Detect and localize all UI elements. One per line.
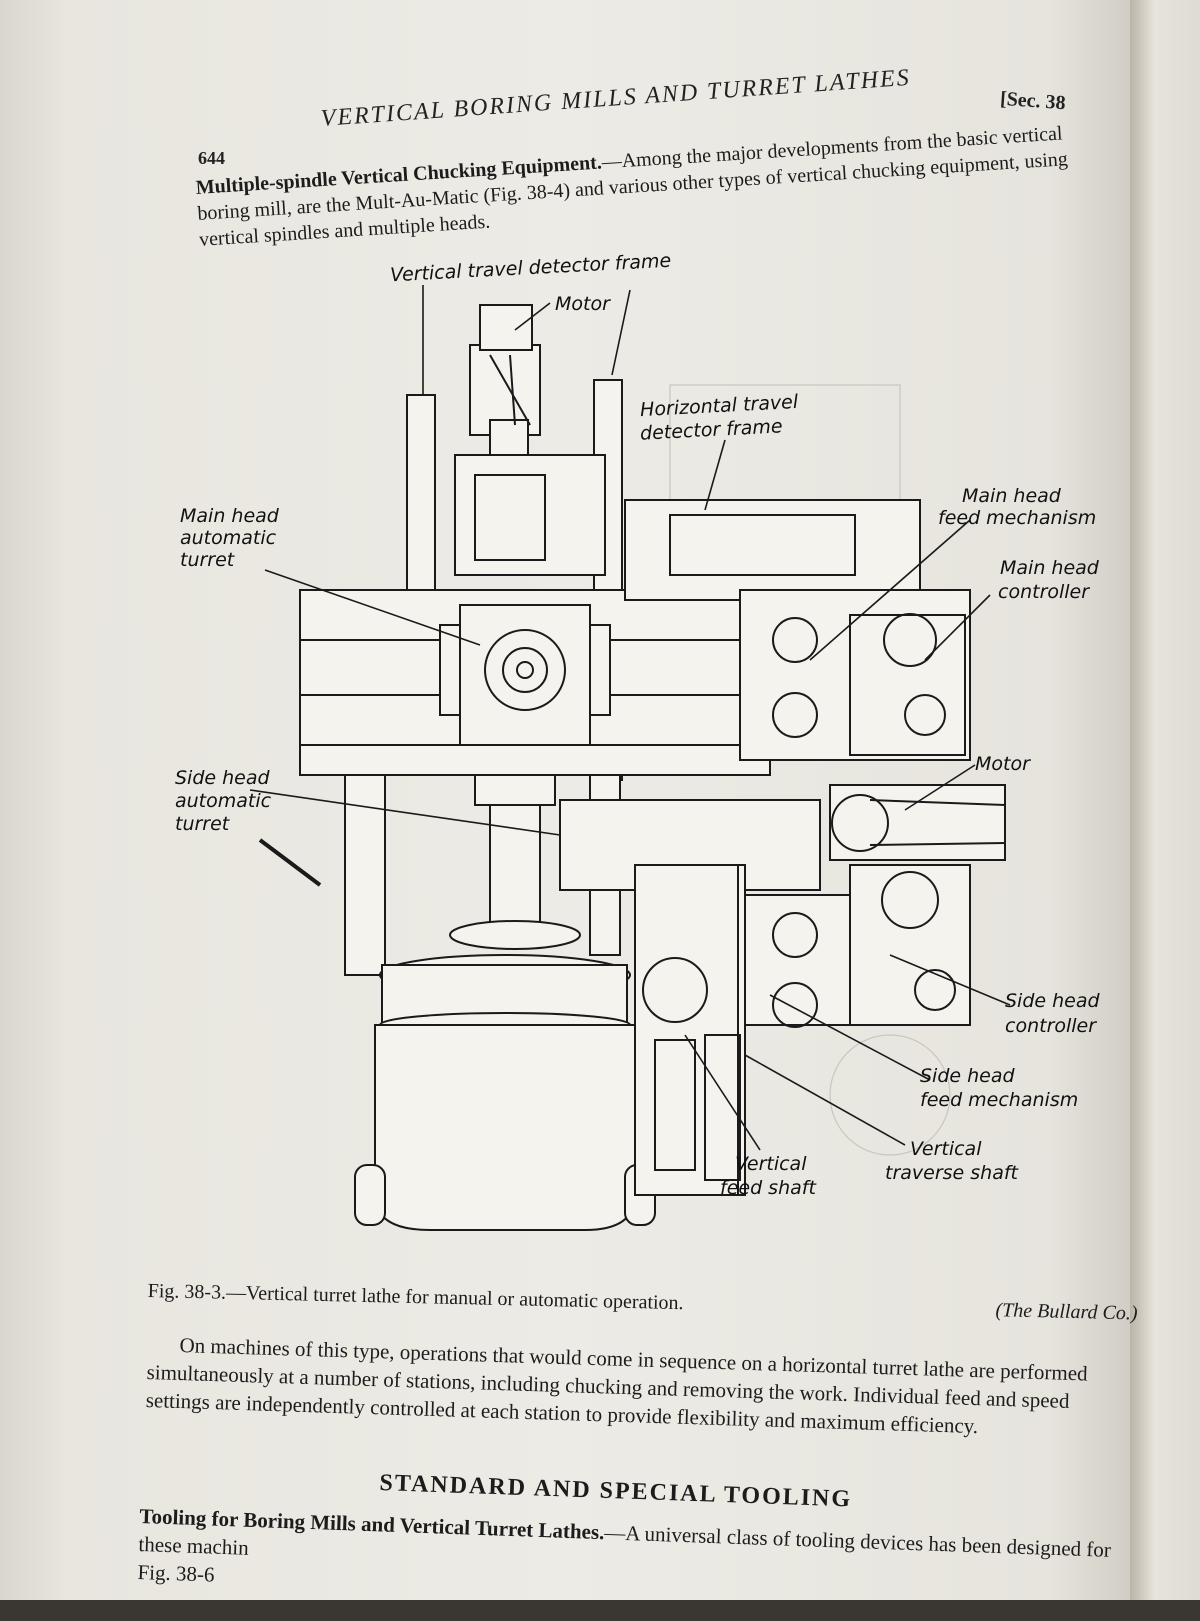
callout-main-head-controller-line1: Main head [1000,557,1099,579]
machine-drawing [249,285,1011,1231]
caption-credit: (The Bullard Co.) [995,1299,1138,1325]
callout-side-head-feed-mechanism-line2: feed mechanism [920,1089,1079,1111]
page-number: 644 [198,148,225,168]
callout-main-head-automatic-turret-line3: turret [180,549,235,571]
callout-vertical-traverse-shaft-line1: Vertical [910,1138,982,1160]
callout-vertical-feed-shaft-line1: Vertical [735,1153,807,1175]
page-header: 644 VERTICAL BORING MILLS AND TURRET LAT… [190,65,1090,168]
callout-main-head-automatic-turret-line2: automatic [180,527,277,549]
section-reference: [Sec. 38 [999,87,1067,115]
book-gutter [1130,0,1200,1600]
callout-vertical-feed-shaft-line2: feed shaft [720,1177,816,1199]
callout-side-head-automatic-turret-line1: Side head [175,767,270,789]
callout-main-head-feed-mechanism-line2: feed mechanism [938,507,1097,529]
callout-side-head-controller-line1: Side head [1005,990,1100,1012]
callout-side-head-automatic-turret-line3: turret [175,813,230,835]
callout-side-head-feed-mechanism-line1: Side head [920,1065,1015,1087]
caption-label: Fig. 38-3. [147,1280,227,1304]
tooling-fig-ref: Fig. 38-6 [137,1559,215,1587]
callout-motor-side: Motor [975,753,1030,775]
callout-side-head-automatic-turret-line2: automatic [175,790,272,812]
figure-vertical-turret-lathe: Vertical travel detector frame Motor Hor… [170,245,1130,1275]
callout-side-head-controller-line2: controller [1005,1015,1097,1037]
callout-vertical-traverse-shaft-line2: traverse shaft [885,1162,1018,1184]
callout-motor-top: Motor [555,293,610,315]
callout-main-head-automatic-turret-line1: Main head [180,505,279,527]
callout-main-head-feed-mechanism-line1: Main head [962,485,1061,507]
callout-main-head-controller-line2: controller [998,581,1090,603]
